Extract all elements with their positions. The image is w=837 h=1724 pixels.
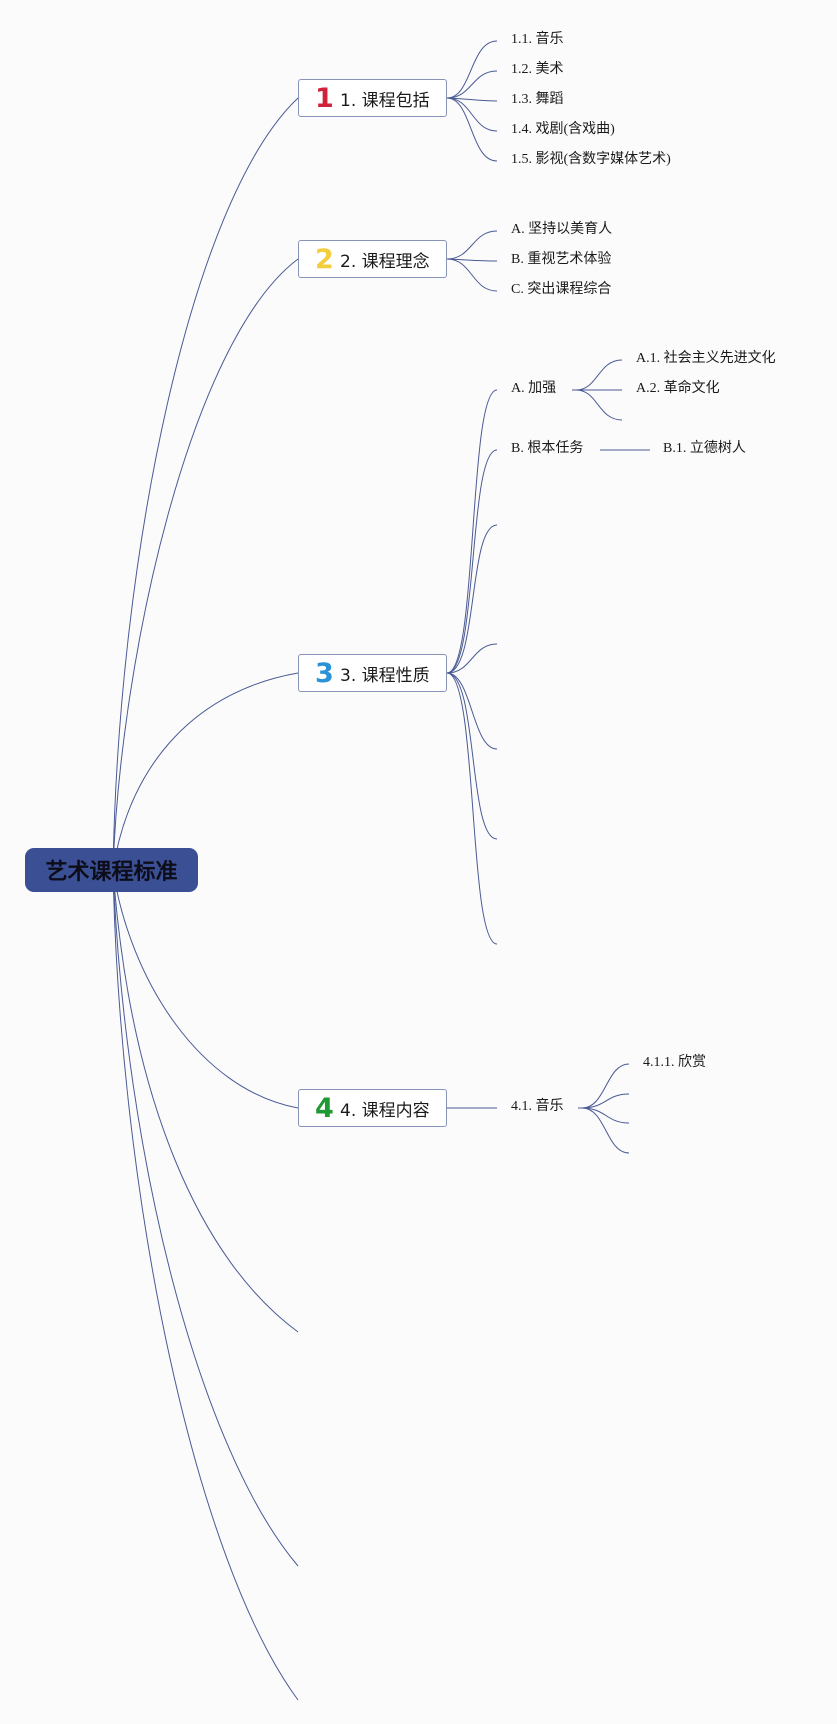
b3-stub-4	[446, 672, 498, 840]
b1-to-1-1	[446, 40, 498, 99]
branch-node-3[interactable]: 3 3. 课程性质	[298, 654, 447, 692]
leaf-node[interactable]: A.1. 社会主义先进文化	[636, 351, 776, 366]
b2-to-c	[446, 258, 498, 292]
b1-to-1-4	[446, 97, 498, 132]
leaf-node[interactable]: A.2. 革命文化	[636, 381, 720, 396]
b3-stub-3	[446, 672, 498, 750]
root-to-stub-5	[112, 869, 299, 1333]
root-to-branch-3	[112, 672, 299, 871]
leaf-node[interactable]: B.1. 立德树人	[663, 441, 746, 456]
b1-to-1-5	[446, 97, 498, 162]
root-node[interactable]: 艺术课程标准	[25, 848, 198, 892]
leaf-node[interactable]: 1.5. 影视(含数字媒体艺术)	[511, 152, 671, 167]
branch-label: 1. 课程包括	[340, 90, 430, 111]
root-label: 艺术课程标准	[45, 860, 178, 885]
number-3-icon: 3	[315, 657, 334, 689]
b3-to-a	[446, 389, 498, 674]
number-4-icon: 4	[315, 1092, 334, 1124]
leaf-node[interactable]: A. 坚持以美育人	[511, 222, 613, 237]
leaf-node[interactable]: 1.1. 音乐	[511, 32, 564, 47]
leaf-node[interactable]: 4.1.1. 欣赏	[643, 1055, 706, 1070]
m41-stub-2	[581, 1107, 630, 1124]
leaf-node[interactable]: 1.4. 戏剧(含戏曲)	[511, 122, 615, 137]
root-to-branch-4	[112, 869, 299, 1109]
leaf-node[interactable]: 1.3. 舞蹈	[511, 92, 564, 107]
root-to-branch-1	[112, 97, 299, 871]
number-1-icon: 1	[315, 82, 334, 114]
a-to-stub	[575, 389, 623, 421]
b3-stub-2	[446, 643, 498, 674]
sub-node-a[interactable]: A. 加强	[511, 381, 557, 396]
b3-to-b	[446, 449, 498, 674]
branch-node-4[interactable]: 4 4. 课程内容	[298, 1089, 447, 1127]
leaf-node[interactable]: 1.2. 美术	[511, 62, 564, 77]
root-to-stub-6	[112, 869, 299, 1567]
leaf-node[interactable]: C. 突出课程综合	[511, 282, 612, 297]
m41-stub-3	[581, 1107, 630, 1154]
branch-label: 2. 课程理念	[340, 251, 430, 272]
b3-stub-5	[446, 672, 498, 945]
b3-stub-1	[446, 524, 498, 674]
branch-node-1[interactable]: 1 1. 课程包括	[298, 79, 447, 117]
sub-node-b[interactable]: B. 根本任务	[511, 441, 584, 456]
leaf-node[interactable]: B. 重视艺术体验	[511, 252, 612, 267]
a-to-a1	[575, 359, 623, 391]
number-2-icon: 2	[315, 243, 334, 275]
b2-to-a	[446, 230, 498, 260]
m41-stub-1	[581, 1093, 630, 1109]
branch-label: 4. 课程内容	[340, 1100, 430, 1121]
branch-node-2[interactable]: 2 2. 课程理念	[298, 240, 447, 278]
m41-to-4-1-1	[581, 1063, 630, 1109]
root-to-branch-2	[112, 258, 299, 871]
sub-node-4-1[interactable]: 4.1. 音乐	[511, 1099, 564, 1114]
root-to-stub-7	[112, 869, 299, 1701]
b1-to-1-2	[446, 70, 498, 99]
branch-label: 3. 课程性质	[340, 665, 430, 686]
